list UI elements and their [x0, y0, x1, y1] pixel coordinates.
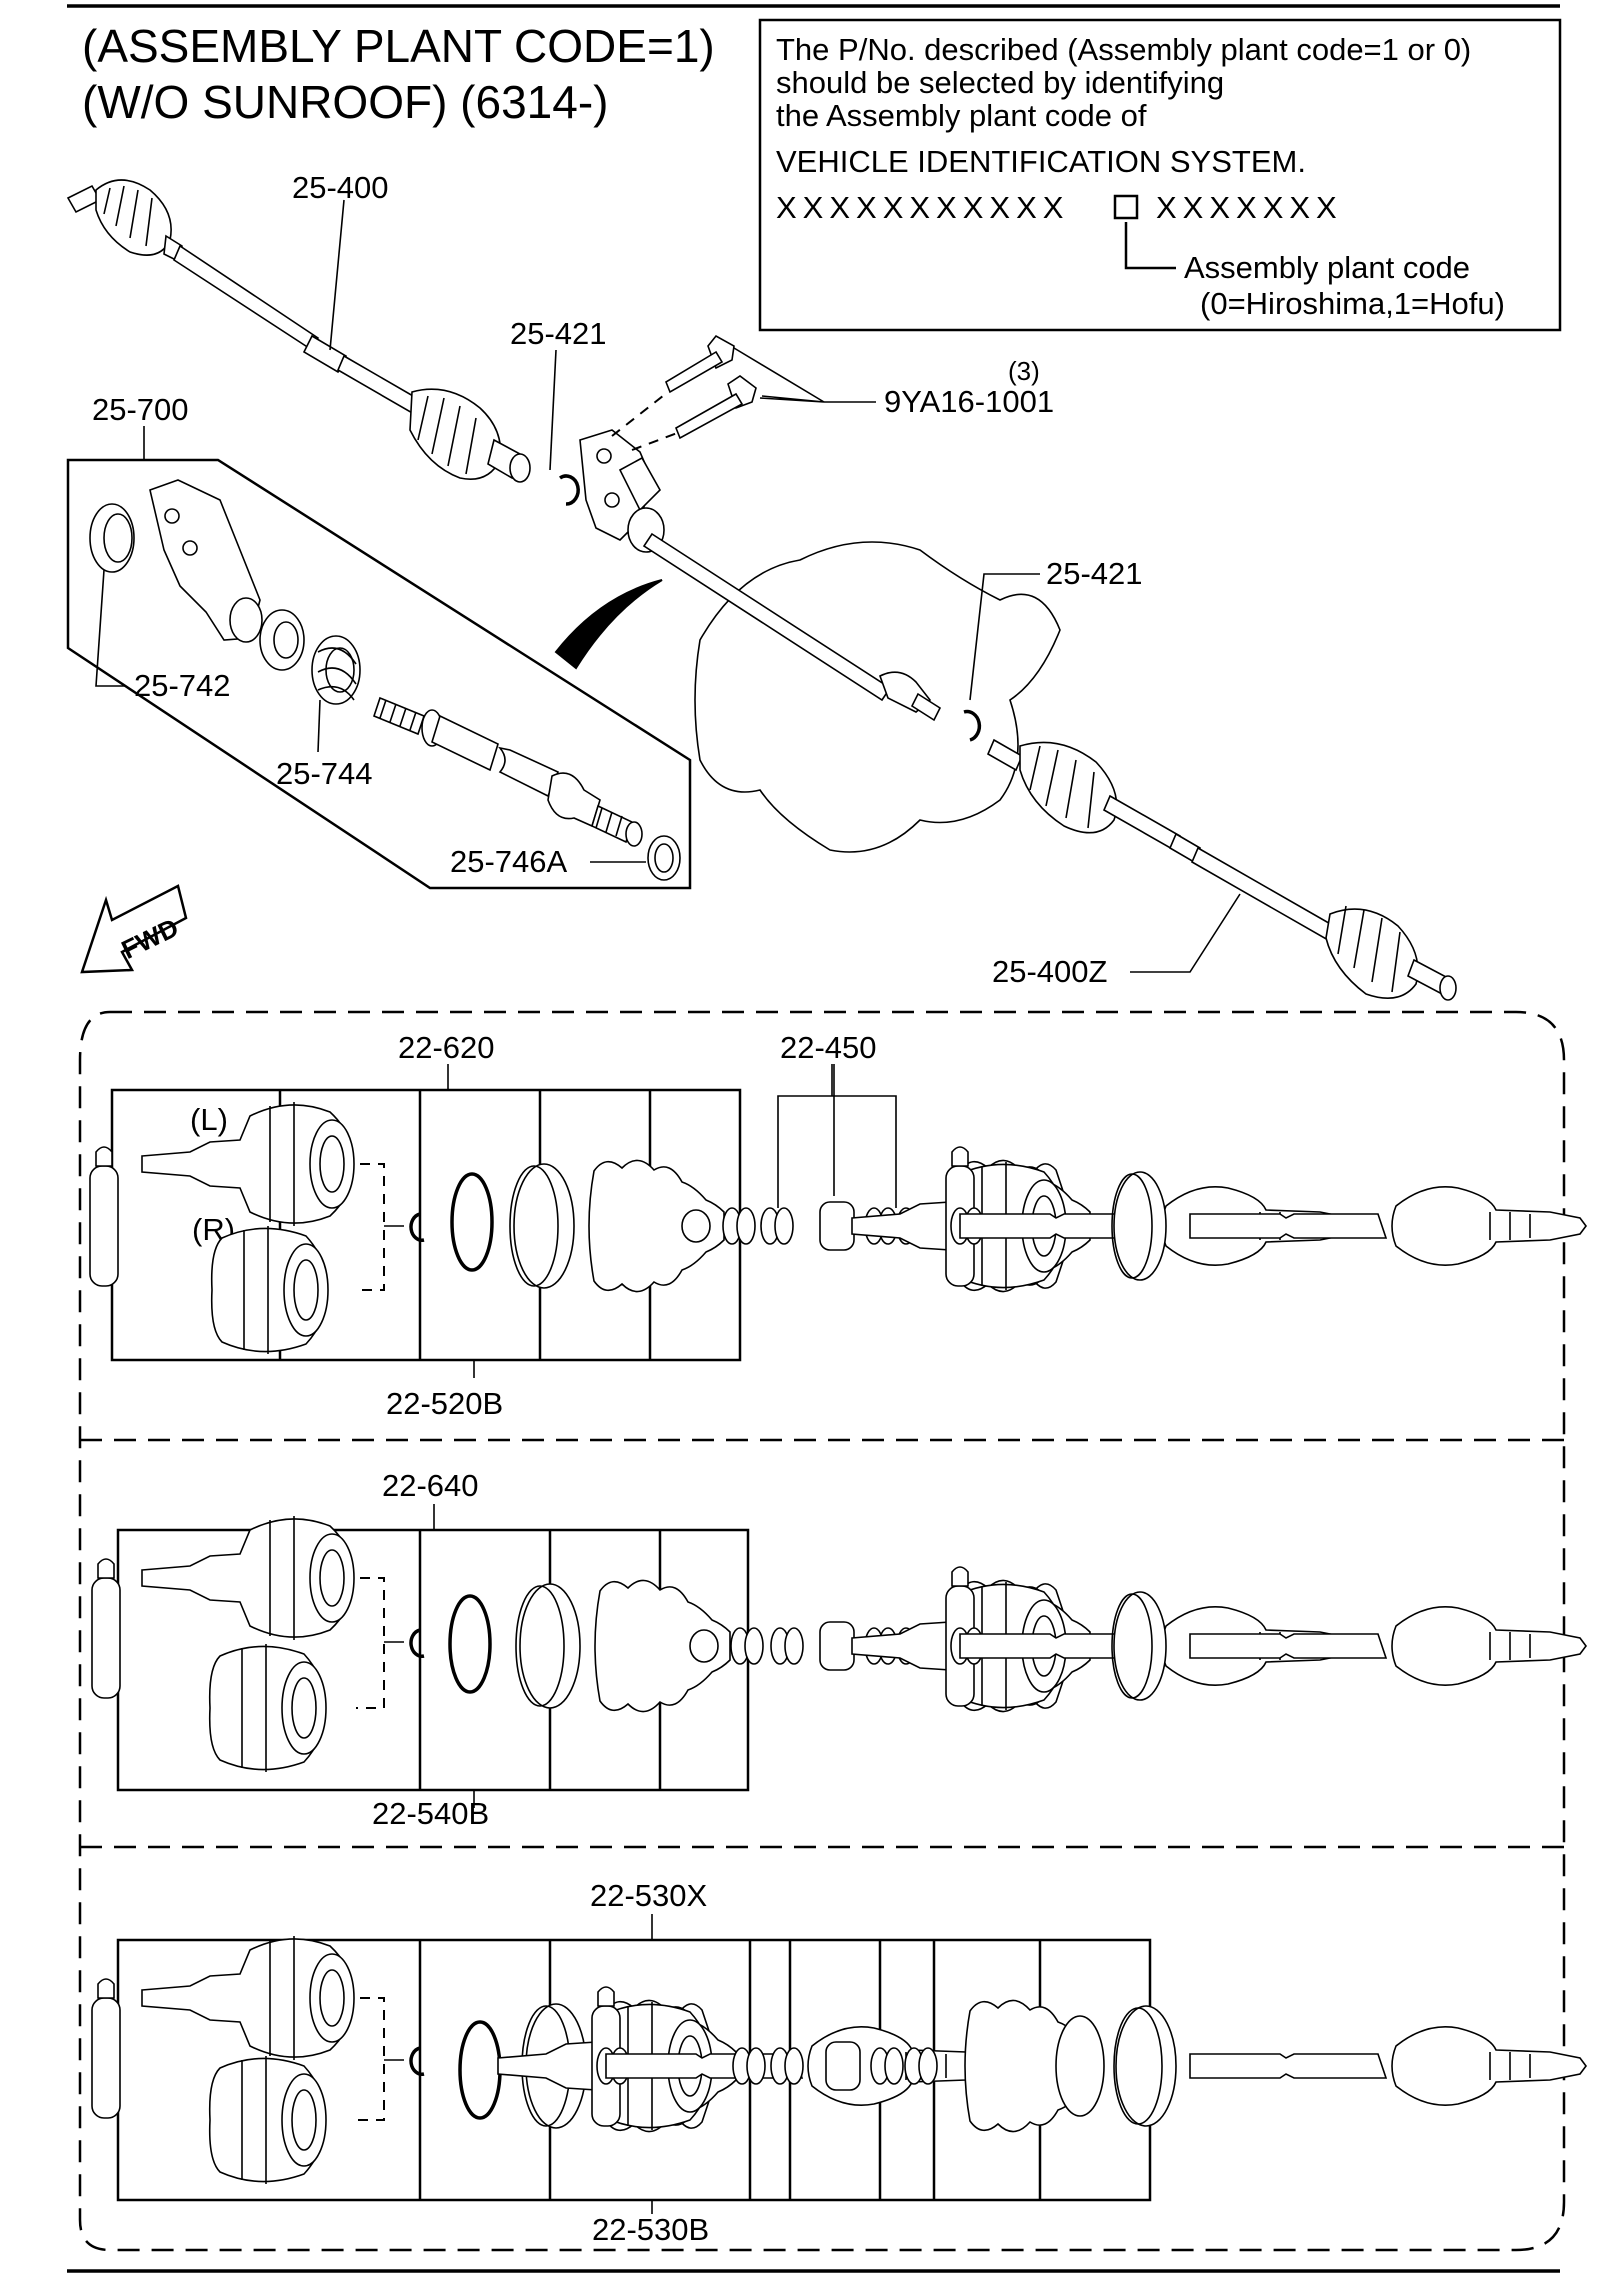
callout-25-700: 25-700	[92, 392, 189, 427]
callout-25-400Z: 25-400Z	[992, 954, 1107, 989]
title-line-1: (ASSEMBLY PLANT CODE=1)	[82, 20, 715, 72]
intermediate-shaft-icon	[373, 696, 643, 847]
panel-22-530X: 22-530X 22-530B	[91, 1878, 1587, 2247]
panel-22-640: 22-640 22-540B	[91, 1468, 1587, 1831]
detail-arrow-icon	[554, 579, 663, 670]
bolt-upper-icon	[665, 334, 735, 394]
callout-22-520B: 22-520B	[386, 1386, 503, 1421]
vin-left: XXXXXXXXXXX	[776, 190, 1069, 225]
snap-ring-icon-3	[409, 2046, 425, 2076]
kit-25-700-box: 25-700 25-742 25-744	[66, 392, 692, 890]
callout-25-421-upper: 25-421	[510, 316, 607, 351]
snap-ring-icon	[409, 1212, 425, 1242]
callout-25-400: 25-400	[292, 170, 389, 205]
plant-code-box-icon	[1113, 194, 1139, 220]
shaft-seal-icon	[647, 835, 681, 881]
bolt-lower-icon	[674, 375, 757, 440]
callout-25-746A: 25-746A	[450, 844, 568, 879]
boot-kit-panels	[78, 1010, 1566, 2252]
tag-left: (L)	[190, 1102, 228, 1137]
callout-22-450: 22-450	[780, 1030, 877, 1065]
callout-25-742: 25-742	[134, 668, 231, 703]
bolt-quantity: (3)	[1008, 356, 1040, 386]
right-driveshaft-drawing	[986, 738, 1457, 1001]
upper-assembly-drawing: 25-400 25-421 (3) 9YA16-1001	[66, 170, 1457, 1001]
circlip-icon	[450, 1172, 494, 1272]
callout-22-530X: 22-530X	[590, 1878, 708, 1913]
plant-code-label: Assembly plant code	[1184, 250, 1470, 285]
forward-label: FWD	[117, 912, 183, 965]
callout-25-421-lower: 25-421	[1046, 556, 1143, 591]
title-line-2: (W/O SUNROOF) (6314-)	[82, 76, 608, 128]
left-driveshaft-drawing	[66, 179, 531, 483]
bearing-icon	[259, 609, 361, 705]
note-line-2: should be selected by identifying	[776, 65, 1224, 100]
note-line-3: the Assembly plant code of	[776, 98, 1147, 133]
callout-9YA16-1001: 9YA16-1001	[884, 384, 1054, 419]
plant-code-values: (0=Hiroshima,1=Hofu)	[1200, 286, 1505, 321]
callout-22-640: 22-640	[382, 1468, 479, 1503]
circlip-lower-icon	[963, 709, 982, 742]
oil-seal-icon	[89, 503, 135, 573]
bearing-bracket-drawing	[579, 429, 665, 553]
note-line-4: VEHICLE IDENTIFICATION SYSTEM.	[776, 144, 1306, 179]
callout-22-540B: 22-540B	[372, 1796, 489, 1831]
transaxle-outline	[694, 541, 1061, 853]
note-line-1: The P/No. described (Assembly plant code…	[776, 32, 1471, 67]
snap-ring-icon-2	[409, 1628, 425, 1658]
forward-arrow-icon: FWD	[80, 884, 188, 974]
panel-22-620: 22-620 22-520B (L) (R) 22-450	[89, 1030, 1587, 1421]
note-box: The P/No. described (Assembly plant code…	[758, 18, 1562, 332]
callout-22-530B: 22-530B	[592, 2212, 709, 2247]
vin-right: XXXXXXX	[1156, 190, 1343, 225]
circlip-upper-icon	[558, 474, 580, 506]
callout-22-620: 22-620	[398, 1030, 495, 1065]
callout-25-744: 25-744	[276, 756, 373, 791]
